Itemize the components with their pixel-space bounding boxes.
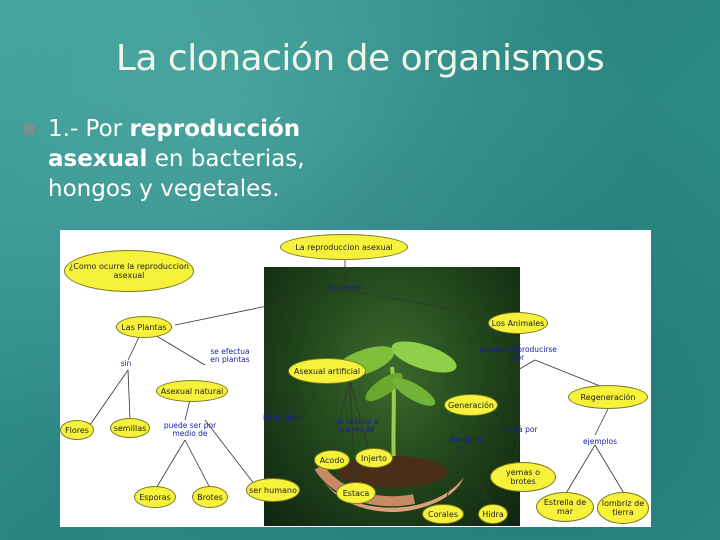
node-spores: Esporas (134, 486, 176, 508)
node-seeds: semillas (110, 418, 150, 438)
label-examples: ejemplos (449, 435, 483, 444)
bullet-line-3: hongos y vegetales. (48, 176, 280, 202)
node-human: ser humano (246, 478, 300, 502)
node-earthworm: lombriz de tierra (597, 492, 649, 524)
node-buds: Brotes (192, 486, 228, 508)
node-plants: Las Plantas (116, 316, 172, 338)
bullet-bold-1: reproducción (129, 116, 301, 142)
concept-map-image: La reproduccion asexual ¿Como ocurre la … (60, 230, 651, 527)
bullet-square-icon (24, 124, 35, 135)
node-stake: Estaca (336, 482, 376, 504)
node-regeneration: Regeneración (568, 385, 648, 409)
node-corals: Corales (422, 504, 464, 524)
label-can-be: puede ser por medio de (163, 421, 217, 438)
bullet-item: 1.- Por reproducción asexual en bacteria… (24, 114, 364, 204)
bullet-text: 1.- Por reproducción asexual en bacteria… (48, 114, 364, 204)
node-yolks: yemas o brotes (490, 462, 556, 492)
label-occurs: ocurre en (327, 283, 363, 292)
label-given: se da por (502, 425, 538, 434)
node-starfish: Estrella de mar (536, 492, 594, 522)
slide-title: La clonación de organismos (115, 38, 605, 79)
label-in-plants: se efectua en plantas (210, 347, 250, 364)
node-hydra: Hidra (478, 504, 508, 524)
concept-map-connectors (89, 260, 626, 506)
bullet-prefix: 1.- Por (48, 116, 130, 142)
node-graft2: Injerto (355, 448, 393, 468)
label-animals-can: pueden reproducirse por (479, 345, 557, 362)
label-done: se realiza a traves de (335, 417, 379, 434)
node-animals: Los Animales (488, 312, 548, 334)
label-without: sin (120, 359, 132, 368)
node-flowers: Flores (60, 420, 94, 440)
bullet-bold-2: asexual (48, 146, 148, 172)
node-question: ¿Como ocurre la reproduccion asexual (64, 250, 194, 292)
node-generation: Generación (444, 394, 498, 416)
node-natural: Asexual natural (156, 380, 228, 402)
label-examples-2: ejemplos (583, 437, 617, 446)
node-root: La reproduccion asexual (280, 234, 408, 260)
node-graft: Acodo (314, 450, 350, 470)
node-artificial: Asexual artificial (288, 358, 366, 384)
label-intervene: interviene (263, 413, 301, 422)
bullet-suffix: en bacterias, (147, 146, 305, 172)
